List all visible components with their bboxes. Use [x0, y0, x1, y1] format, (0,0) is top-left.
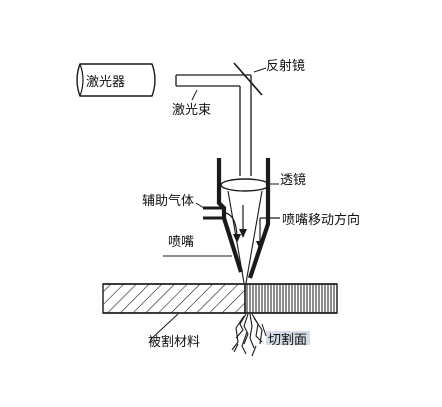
mirror — [233, 62, 263, 96]
gas-flow-arrows — [225, 205, 247, 243]
material-label: 被割材料 — [148, 334, 200, 350]
kerf-tint — [266, 331, 310, 345]
vertical-beam — [239, 75, 252, 176]
assist-gas-label: 辅助气体 — [142, 193, 194, 209]
mirror-label: 反射镜 — [266, 58, 305, 74]
nozzle-move-label: 喷嘴移动方向 — [282, 212, 360, 228]
nozzle-label: 喷嘴 — [168, 235, 194, 250]
laser-source: 激光器 — [76, 63, 156, 97]
kerf-label: 切割面 — [268, 332, 307, 348]
horizontal-beam — [175, 74, 251, 87]
laser-label: 激光器 — [86, 75, 125, 90]
assist-gas-inlet — [203, 206, 225, 220]
lens-label: 透镜 — [280, 173, 306, 188]
workpiece — [102, 283, 338, 314]
cut-spray — [231, 313, 263, 357]
lens — [220, 178, 270, 192]
focused-beam — [227, 190, 263, 284]
beam-label: 激光束 — [172, 103, 211, 118]
nozzle-move-arrow — [256, 217, 280, 250]
